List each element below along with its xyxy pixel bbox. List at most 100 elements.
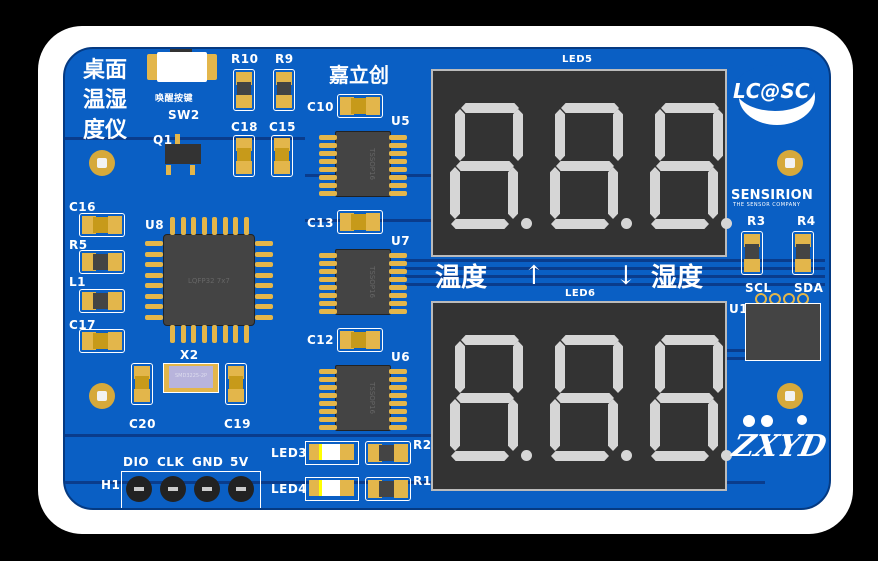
segment-b [513, 341, 523, 393]
mcu-pin [170, 325, 175, 343]
digit [447, 335, 532, 461]
segment-c [608, 399, 618, 451]
r10-ref: R10 [231, 52, 259, 66]
c19-ref: C19 [224, 417, 252, 431]
humidity-caption: 湿度 [651, 263, 704, 293]
ic-pin [319, 183, 337, 188]
mounting-hole [777, 150, 803, 176]
eye-icon [761, 415, 773, 427]
trace [65, 434, 485, 437]
switch-body[interactable] [157, 52, 207, 82]
q1-pin [190, 165, 195, 175]
digit [547, 103, 632, 229]
ic-pin [319, 369, 337, 374]
ic-pin [319, 277, 337, 282]
segment-b [613, 341, 623, 393]
ic-pin [389, 385, 407, 390]
c13-ref: C13 [307, 216, 335, 230]
ic-pin [389, 151, 407, 156]
mcu-pin [145, 293, 163, 299]
ic-pin [319, 175, 337, 180]
header-pin-gnd[interactable] [194, 476, 220, 502]
segment-g [656, 393, 714, 403]
header-pin-dio[interactable] [126, 476, 152, 502]
ic-pin [319, 253, 337, 258]
led3-ref: LED3 [271, 446, 308, 460]
mcu-pin [243, 217, 249, 235]
ic-pin [319, 385, 337, 390]
resistor-r3 [741, 231, 763, 275]
segment-a [561, 103, 619, 113]
ic-pin [319, 285, 337, 290]
digit [447, 103, 532, 229]
up-arrow-icon: ↑ [523, 261, 545, 291]
mcu-pin [180, 217, 186, 235]
ic-pin [319, 261, 337, 266]
driver-ic-u7: TSSOP16 [335, 249, 391, 315]
r5-ref: R5 [69, 238, 88, 252]
segment-d [651, 219, 709, 229]
capacitor-c18 [233, 135, 255, 177]
mcu-pin [255, 251, 273, 257]
segment-g [456, 393, 514, 403]
u8-ref: U8 [145, 218, 165, 232]
mcu-pin [180, 325, 186, 343]
mcu-pin [145, 251, 163, 257]
driver-ic-u5: TSSOP16 [335, 131, 391, 197]
u5-ref: U5 [391, 114, 411, 128]
segment-c [708, 167, 718, 219]
digit [547, 335, 632, 461]
segment-d [451, 451, 509, 461]
brand-logo: 嘉立创 [329, 63, 389, 87]
title-line-1: 桌面 [83, 57, 128, 83]
ic-pin [389, 159, 407, 164]
trace [405, 275, 825, 278]
segment-c [508, 399, 518, 451]
q1-pin [166, 165, 171, 175]
digit [647, 103, 732, 229]
trace [405, 283, 825, 286]
pin-label-clk: CLK [157, 455, 185, 469]
header-pin-5v[interactable] [228, 476, 254, 502]
header-h1[interactable] [121, 471, 261, 508]
pin-label-dio: DIO [123, 455, 150, 469]
q1-body [165, 144, 201, 164]
driver-ic-u6: TSSOP16 [335, 365, 391, 431]
ic-pin [389, 301, 407, 306]
ic-pin [389, 293, 407, 298]
ic-pin [389, 183, 407, 188]
ic-pin [389, 285, 407, 290]
r4-ref: R4 [797, 214, 816, 228]
crystal-x2: SMD3225-2P [163, 363, 219, 393]
seven-segment-display-led5 [431, 69, 732, 257]
ic-pin [389, 409, 407, 414]
ic-pin [319, 409, 337, 414]
trace [725, 349, 745, 352]
temperature-caption: 温度 [435, 263, 488, 293]
ic-pin [319, 417, 337, 422]
ic-pin [319, 143, 337, 148]
r9-ref: R9 [275, 52, 294, 66]
mounting-hole [89, 383, 115, 409]
c10-ref: C10 [307, 100, 335, 114]
segment-g [556, 161, 614, 171]
segment-e [550, 167, 560, 219]
ic-pin [319, 293, 337, 298]
mcu-pin [170, 217, 175, 235]
segment-dp [721, 218, 732, 229]
ic-pin [319, 167, 337, 172]
ic-pin [389, 277, 407, 282]
segment-d [551, 451, 609, 461]
segment-dp [621, 450, 632, 461]
ic-pin [319, 393, 337, 398]
ic-pin [319, 377, 337, 382]
ic-pin [389, 261, 407, 266]
header-pin-clk[interactable] [160, 476, 186, 502]
led-led3 [305, 441, 359, 465]
mcu-pin [243, 325, 249, 343]
ic-pin [389, 309, 407, 314]
mcu-pin [145, 304, 163, 309]
capacitor-c19 [225, 363, 247, 405]
segment-g [456, 161, 514, 171]
resistor-r10 [233, 69, 255, 111]
